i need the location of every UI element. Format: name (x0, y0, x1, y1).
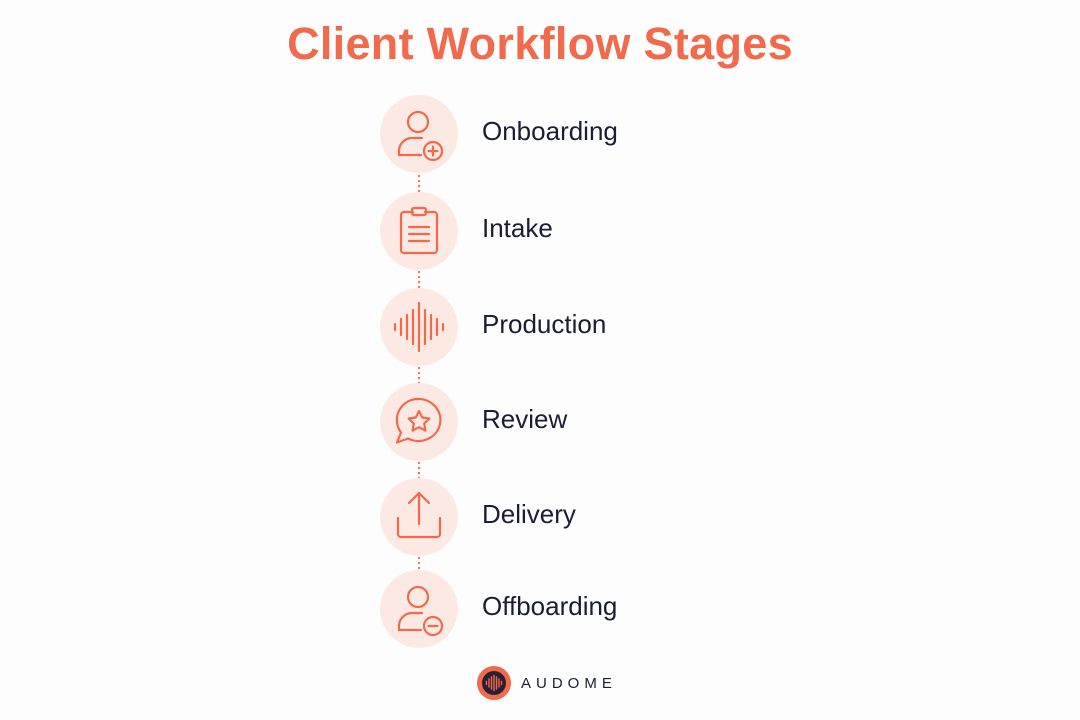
star-chat-bubble-icon (395, 397, 442, 444)
brand-footer: AUDOME (477, 665, 617, 701)
stage-label: Review (482, 404, 568, 434)
upload-icon (396, 491, 442, 539)
connector-dots (417, 366, 421, 384)
user-minus-icon (397, 585, 444, 637)
stage-icon-circle (380, 95, 458, 173)
stage-production: Production (380, 288, 800, 366)
page-title: Client Workflow Stages (287, 18, 793, 69)
clipboard-icon (399, 206, 439, 255)
stage-review: Review (380, 383, 800, 461)
stage-label: Onboarding (482, 116, 618, 146)
stage-delivery: Delivery (380, 478, 800, 556)
stage-offboarding: Offboarding (380, 570, 800, 648)
connector-dots (417, 174, 421, 192)
stage-icon-circle (380, 570, 458, 648)
stage-label: Offboarding (482, 591, 618, 621)
stage-icon-circle (380, 383, 458, 461)
connector-dots (417, 270, 421, 288)
sound-wave-icon (393, 301, 445, 353)
stage-icon-circle (380, 288, 458, 366)
connector-dots (417, 461, 421, 479)
brand-name: AUDOME (521, 674, 617, 692)
stage-label: Intake (482, 213, 553, 243)
audio-wave-logo-icon (477, 666, 511, 700)
user-plus-icon (397, 110, 444, 162)
stage-intake: Intake (380, 192, 800, 270)
stage-onboarding: Onboarding (380, 95, 800, 173)
stage-icon-circle (380, 478, 458, 556)
stage-label: Production (482, 309, 607, 339)
stage-label: Delivery (482, 499, 576, 529)
stage-icon-circle (380, 192, 458, 270)
